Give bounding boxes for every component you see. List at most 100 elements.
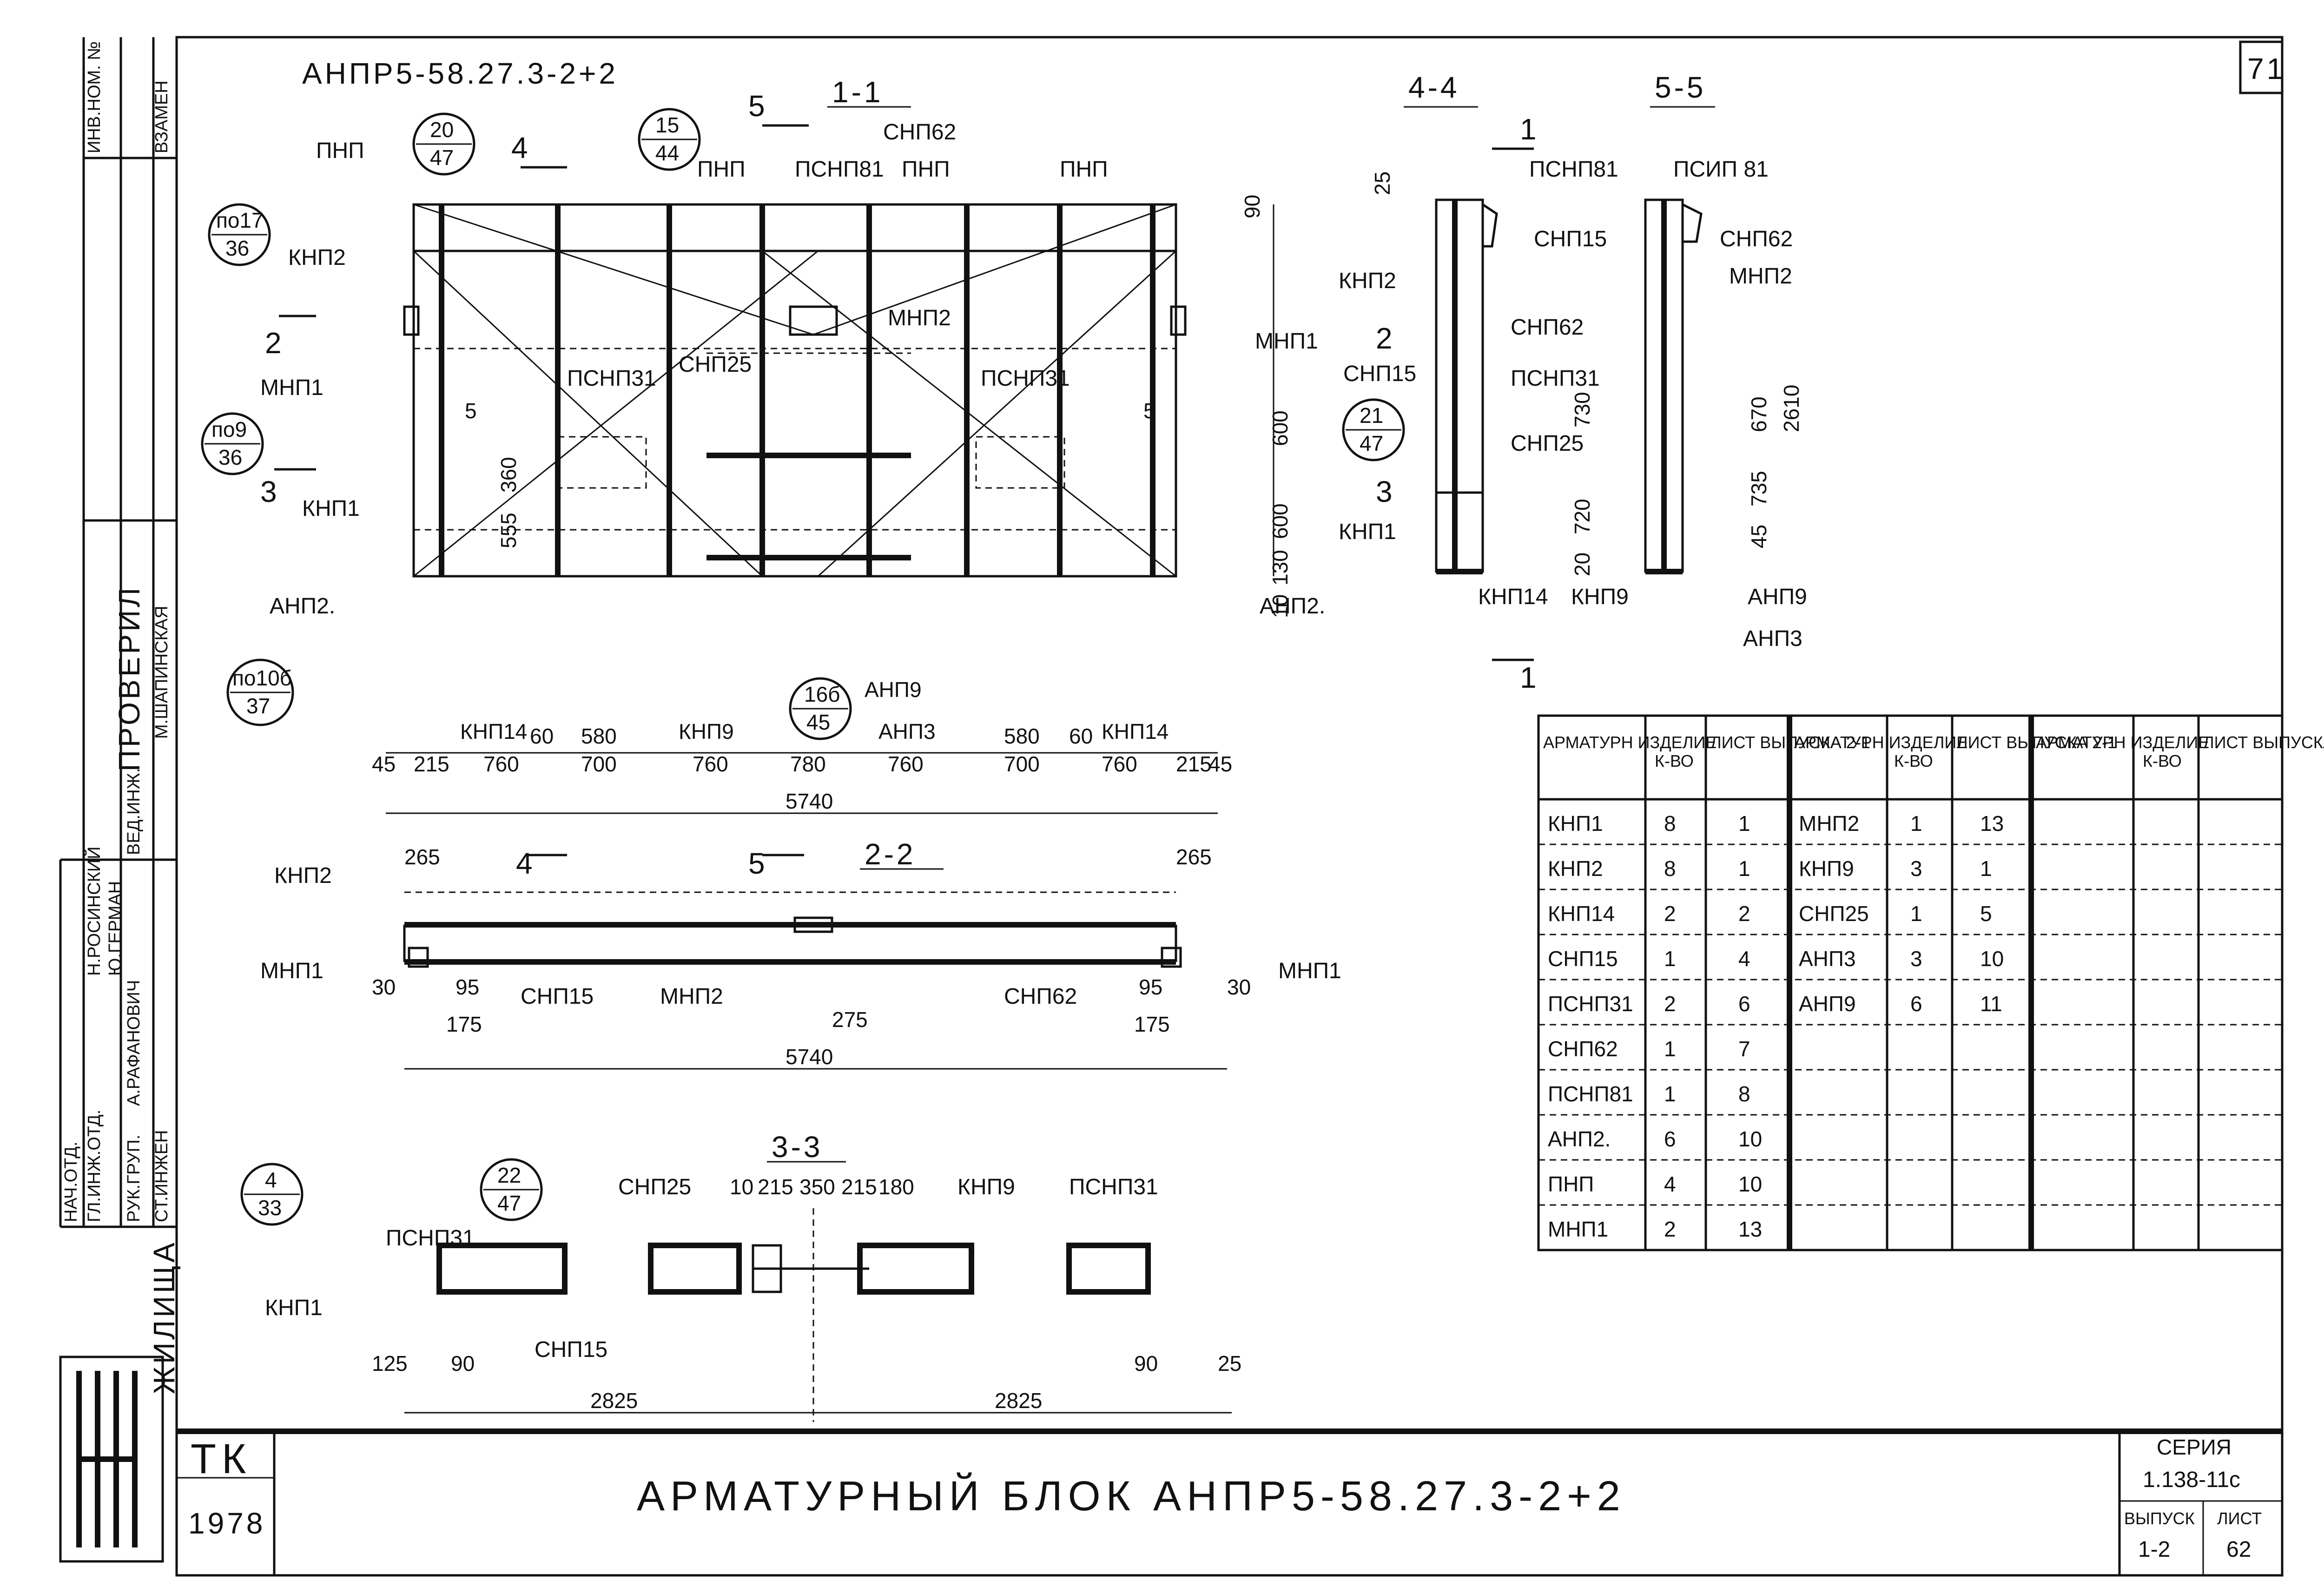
section-title-5-5: 5-5: [1655, 71, 1706, 104]
callout-po10b-37: по10б 37: [226, 658, 294, 726]
lbl-44-knp14: КНП14: [1478, 585, 1548, 609]
svg-text:130: 130: [1268, 550, 1292, 586]
svg-text:33: 33: [258, 1196, 282, 1220]
svg-text:36: 36: [218, 445, 242, 469]
role-3: РУК.ГРУП.: [124, 1135, 144, 1222]
series-label: СЕРИЯ: [2157, 1435, 2232, 1459]
table-cell: КНП14: [1548, 902, 1615, 926]
svg-text:ЛИСТ ВЫПУСКА 2-1: ЛИСТ ВЫПУСКА 2-1: [2203, 733, 2324, 752]
role-1: ГЛ.ИНЖ.ОТД.: [85, 1110, 104, 1222]
table-cell: 1: [1980, 856, 1992, 881]
lbl-33-psnp31-r: ПСНП31: [1069, 1175, 1158, 1199]
lbl-pnp-1: ПНП: [316, 138, 364, 163]
svg-text:60: 60: [530, 724, 554, 748]
svg-text:К-ВО: К-ВО: [1894, 751, 1933, 770]
sheet-value: 62: [2226, 1537, 2251, 1562]
table-cell: 2: [1738, 902, 1750, 926]
section-marks: 2 3 4 5 1 1 2 3 4 5: [260, 89, 1539, 880]
org-name: ЖИЛИЩА: [147, 1240, 181, 1394]
svg-text:45: 45: [372, 752, 396, 776]
svg-text:по10б: по10б: [232, 666, 292, 690]
lbl-44-knp1: КНП1: [1339, 520, 1396, 544]
svg-text:265: 265: [404, 845, 440, 869]
table-cell: КНП1: [1548, 811, 1603, 836]
section-title-3-3: 3-3: [772, 1130, 823, 1164]
svg-text:760: 760: [483, 752, 519, 776]
table-cell: 5: [1980, 902, 1992, 926]
section-2-2: 2-2 КНП2 МНП1 МНП1 СНП15 МНП2 СНП62 265 …: [260, 837, 1341, 1070]
year: 1978: [188, 1507, 265, 1540]
lbl-55-snp62: СНП62: [1720, 227, 1793, 251]
table-cell: 2: [1664, 1217, 1676, 1241]
lbl-knp2: КНП2: [288, 245, 346, 270]
svg-text:180: 180: [878, 1175, 914, 1199]
table-cell: 6: [1738, 992, 1750, 1016]
svg-text:90: 90: [1240, 195, 1264, 218]
svg-text:К-ВО: К-ВО: [1655, 751, 1694, 770]
table-cell: 4: [1664, 1172, 1676, 1196]
section-5-5: 5-5 ПСИП 81 СНП15 СНП62 МНП2 АНП9 АНП3 6…: [1534, 71, 1807, 651]
svg-text:4: 4: [265, 1168, 277, 1192]
lbl-mnp1-r: МНП1: [1255, 329, 1318, 354]
lbl-44-knp2: КНП2: [1339, 269, 1396, 293]
svg-text:95: 95: [1139, 975, 1162, 999]
table-cell: 4: [1738, 947, 1750, 971]
svg-text:90: 90: [451, 1351, 475, 1376]
svg-text:760: 760: [693, 752, 728, 776]
lbl-55-anp3: АНП3: [1743, 626, 1802, 651]
svg-text:4: 4: [516, 847, 535, 880]
lbl-55-mnp2: МНП2: [1729, 264, 1792, 289]
table-cell: 2: [1664, 902, 1676, 926]
lbl-psnp31-l: ПСНП31: [567, 366, 656, 391]
lbl-mnp2: МНП2: [888, 306, 951, 330]
callout-4-33: 433: [240, 1163, 304, 1226]
svg-text:215: 215: [1176, 752, 1212, 776]
svg-text:555: 555: [496, 513, 521, 548]
lbl-22-mnp1-l: МНП1: [260, 959, 324, 983]
svg-text:15: 15: [655, 113, 679, 137]
svg-text:37: 37: [246, 694, 270, 718]
svg-text:2825: 2825: [590, 1389, 638, 1413]
svg-text:25: 25: [1370, 171, 1394, 195]
lbl-anp2-r: АНП2.: [1260, 594, 1325, 619]
section-3-3: 3-3 ПСНП31 ПСНП31 СНП25 КНП9 КНП1 СНП15 …: [265, 1130, 1241, 1422]
psnp31-right: [975, 436, 1065, 489]
drawing-title: АРМАТУРНЫЙ БЛОК АНПР5-58.27.3-2+2: [637, 1472, 1626, 1520]
lbl-33-knp9: КНП9: [957, 1175, 1015, 1199]
svg-text:265: 265: [1176, 845, 1212, 869]
lbl-psnp31-r: ПСНП31: [981, 366, 1070, 391]
table-cell: КНП9: [1799, 856, 1854, 881]
lbl-pnp-3: ПНП: [902, 157, 950, 182]
svg-text:215: 215: [414, 752, 449, 776]
lbl-55-snp15: СНП15: [1534, 227, 1607, 251]
svg-text:720: 720: [1570, 499, 1594, 534]
lbl-psnp81: ПСНП81: [795, 157, 884, 182]
table-cell: 2: [1664, 992, 1676, 1016]
svg-text:60: 60: [1069, 724, 1093, 748]
table-cell: 11: [1980, 992, 2002, 1016]
svg-text:360: 360: [496, 457, 521, 493]
lbl-33-snp15: СНП15: [535, 1337, 607, 1362]
table-cell: СНП15: [1548, 947, 1618, 971]
sheet-number: 71: [2247, 52, 2286, 86]
side-block: ИНВ.НОМ. № ВЗАМЕН ПРОВЕРИЛ ВЕД.ИНЖ. НАЧ.…: [59, 37, 181, 1563]
table-cell: 10: [1738, 1127, 1762, 1151]
table-cell: 1: [1664, 1082, 1676, 1106]
svg-text:22: 22: [497, 1163, 521, 1187]
svg-text:1: 1: [1520, 661, 1539, 694]
lbl-22-mnp1-r: МНП1: [1278, 959, 1341, 983]
lbl-pnp-4: ПНП: [1060, 157, 1108, 182]
table-cell: 10: [1980, 947, 2004, 971]
table-cell: АНП9: [1799, 992, 1856, 1016]
svg-text:5740: 5740: [786, 789, 833, 813]
svg-text:47: 47: [1360, 431, 1383, 455]
lbl-pnp-2: ПНП: [697, 157, 746, 182]
svg-text:600: 600: [1268, 503, 1292, 539]
table-cell: 7: [1738, 1037, 1750, 1061]
lbl-knp14-l: КНП14: [460, 719, 527, 744]
elevation-1-1: 1-1 ПНП: [260, 75, 1325, 814]
table-cell: 10: [1738, 1172, 1762, 1196]
